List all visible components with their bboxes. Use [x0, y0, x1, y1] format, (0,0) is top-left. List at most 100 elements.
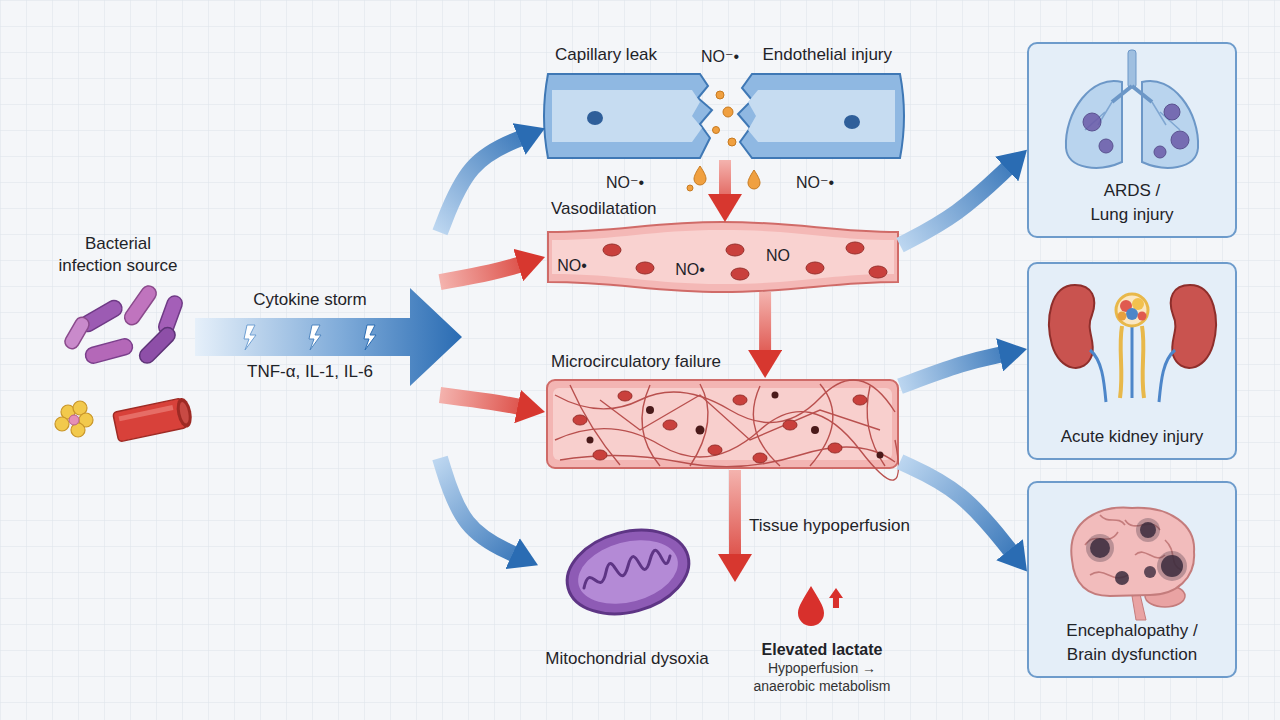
cell-cluster	[69, 415, 79, 425]
brain-illustration	[1140, 522, 1156, 538]
microcirculation-illustration	[573, 415, 587, 425]
node-label: Elevated lactate	[762, 640, 883, 660]
kidneys-illustration	[1049, 285, 1094, 368]
kidneys-illustration	[1142, 326, 1144, 398]
node-label: Acute kidney injury	[1061, 425, 1204, 450]
mitochondrion-illustration	[558, 517, 698, 626]
dilated-vessel-illustration	[548, 222, 898, 292]
capillary-illustration	[713, 127, 720, 134]
lactate-drop-icon	[798, 586, 843, 626]
flow-arrow	[900, 462, 1012, 553]
bacteria-illustration	[62, 315, 91, 351]
capillary-illustration	[844, 115, 860, 129]
capillary-illustration	[748, 170, 760, 189]
lungs-illustration	[1128, 50, 1136, 88]
microcirculation-illustration	[555, 380, 895, 423]
blood-vessel-segment	[119, 405, 174, 421]
microcirculation-illustration	[811, 426, 819, 434]
lactate-drop-icon	[798, 586, 824, 626]
brain-illustration	[1161, 555, 1183, 577]
brain-illustration	[1071, 508, 1194, 620]
dilated-vessel-illustration	[636, 262, 654, 274]
lungs-illustration	[1099, 139, 1113, 153]
microcirculation-illustration	[555, 380, 898, 480]
dilated-vessel-illustration	[806, 262, 824, 274]
flow-arrow	[729, 470, 741, 558]
bacteria-illustration	[62, 283, 184, 366]
flow-arrow	[900, 166, 1010, 245]
microcirculation-illustration	[600, 395, 880, 440]
blood-vessel-segment	[113, 397, 195, 442]
cell-cluster	[55, 401, 93, 437]
capillary-illustration	[544, 74, 712, 158]
capillary-illustration	[587, 111, 603, 125]
microcirculation-illustration	[753, 453, 767, 463]
node-label: Capillary leak	[555, 44, 657, 66]
dilated-vessel: Vasodilatation	[545, 222, 900, 292]
brain-illustration	[1157, 551, 1187, 581]
capillary-illustration	[716, 91, 724, 99]
cytokine-arrow	[195, 288, 462, 386]
kidneys-illustration	[1049, 285, 1216, 402]
lungs-illustration	[1164, 104, 1180, 120]
dilated-vessel-illustration	[548, 222, 898, 292]
lactate-node: Elevated lactateHypoperfusion → anaerobi…	[722, 582, 922, 708]
mitochondrion-illustration	[571, 530, 685, 614]
kidneys-illustration	[1126, 308, 1138, 320]
brain-illustration	[1085, 515, 1182, 578]
node-label: Encephalopathy / Brain dysfunction	[1057, 619, 1207, 668]
microcirculation-illustration	[642, 385, 660, 466]
bacteria-illustration	[84, 337, 135, 365]
microcirculation-illustration	[555, 412, 898, 481]
lungs-illustration	[1171, 131, 1189, 149]
mediator-label: NO	[766, 247, 790, 265]
brain-illustration	[1086, 534, 1114, 562]
connectors	[440, 137, 1012, 558]
dilated-vessel-illustration	[869, 266, 887, 278]
lungs-illustration	[1066, 50, 1198, 168]
brain-illustration	[1090, 538, 1110, 558]
capillary-illustration	[728, 138, 736, 146]
brain-illustration	[1100, 515, 1125, 525]
kidneys-illustration	[1116, 294, 1148, 326]
flow-arrow	[440, 395, 521, 407]
lactate-drop-icon	[829, 588, 843, 608]
microcirculation-illustration	[696, 426, 705, 435]
dilated-vessel-illustration	[726, 244, 744, 256]
lungs-illustration	[1066, 81, 1122, 168]
microcirculation-illustration	[828, 443, 842, 453]
microcirculation-illustration	[708, 445, 722, 455]
panel-fill	[1027, 42, 1237, 238]
kidneys-illustration	[1138, 312, 1147, 321]
panel-fill	[1027, 42, 1237, 678]
node-label: ARDS / Lung injury	[1084, 179, 1180, 228]
organ-panel: Encephalopathy / Brain dysfunction	[1027, 481, 1237, 678]
cell-cluster	[55, 417, 69, 431]
mediator-label: NO⁻•	[796, 173, 834, 192]
mitochondrion-illustration	[558, 517, 698, 626]
mediator-label: NO⁻•	[701, 47, 739, 66]
brain-illustration	[1144, 566, 1156, 578]
kidneys-illustration	[1118, 312, 1127, 321]
mediator-label: NO•	[557, 257, 587, 275]
cytokine-arrow	[195, 288, 462, 386]
lungs-illustration	[1112, 86, 1152, 102]
panel-fill	[1027, 262, 1237, 460]
capillary-illustration	[687, 185, 693, 191]
node-label: Mitochondrial dysoxia	[545, 648, 708, 670]
dilated-vessel-illustration	[846, 242, 864, 254]
microcirculation-illustration	[810, 384, 833, 466]
lungs-illustration	[1154, 146, 1166, 158]
flow-arrow	[759, 292, 771, 354]
edge-label: Tissue hypoperfusion	[749, 516, 910, 536]
flow-arrow	[719, 160, 731, 198]
kidneys-illustration	[1132, 298, 1144, 310]
microcirculation-illustration	[646, 406, 654, 414]
organ-panel: Acute kidney injury	[1027, 262, 1237, 460]
bacteria-illustration	[122, 283, 160, 328]
organ-panel: ARDS / Lung injury	[1027, 42, 1237, 238]
microcirculation-illustration	[877, 452, 884, 459]
microcirculation-illustration	[560, 447, 895, 467]
